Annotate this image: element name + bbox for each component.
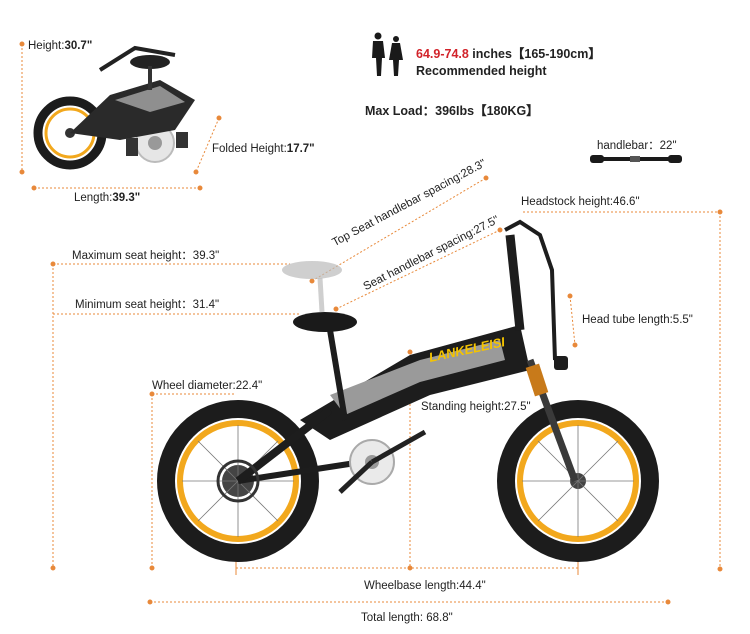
handlebar-icon: [590, 155, 682, 163]
folded-length: Length:39.3": [74, 192, 141, 204]
headstock-height: Headstock height:46.6": [521, 196, 640, 208]
standing-height: Standing height:27.5": [421, 401, 531, 413]
folded-height-total: Height:30.7": [28, 40, 93, 52]
folded-height: Folded Height:17.7": [212, 143, 315, 155]
max-seat-height: Maximum seat height：39.3": [72, 250, 220, 262]
head-tube-length: Head tube length:5.5": [582, 314, 693, 326]
max-load: Max Load：396Ibs【180KG】: [365, 104, 539, 118]
folded-bike-illustration: [33, 45, 195, 170]
wheel-diameter: Wheel diameter:22.4": [152, 380, 263, 392]
total-length: Total length: 68.8": [361, 612, 453, 624]
min-seat-height: Minimum seat height：31.4": [75, 299, 220, 311]
recommended-height-caption: Recommended height: [416, 64, 547, 78]
person-silhouette-icon: [372, 32, 403, 76]
rider-height-range: 64.9-74.8 inches【165-190cm】: [416, 47, 601, 61]
wheelbase-length: Wheelbase length:44.4": [364, 580, 486, 592]
main-bike-illustration: LANKELEISI: [157, 219, 659, 562]
handlebar-width: handlebar：22": [597, 140, 677, 152]
